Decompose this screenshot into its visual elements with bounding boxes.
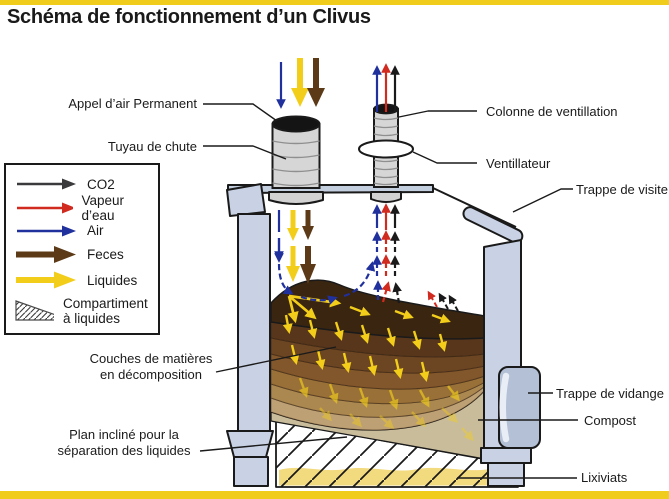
top-accent-bar (0, 0, 669, 5)
leader-lines (199, 103, 578, 479)
legend-label-liquides: Liquides (87, 272, 138, 288)
legend-label-compartiment: Compartiment à liquides (63, 296, 148, 326)
co2-arrow-icon (17, 178, 76, 190)
label-compost: Compost (584, 413, 637, 428)
legend-item-compartiment: Compartiment à liquides (14, 293, 154, 329)
legend-item-co2: CO2 (14, 172, 154, 196)
exhaust-flow-arrows (372, 203, 459, 312)
label-appel-air: Appel d’air Permanent (68, 96, 197, 111)
door-handle (499, 372, 510, 443)
legend-box: CO2 Vapeur d’eau Air Feces (4, 163, 160, 335)
label-plan-incline: Plan incliné pour la séparation des liqu… (57, 427, 191, 458)
inspection-hatch-lid (462, 206, 524, 244)
legend-item-feces: Feces (14, 242, 154, 267)
legend-label-co2: CO2 (87, 176, 115, 192)
fan (358, 139, 414, 159)
water-vapor-arrow-icon (17, 202, 73, 213)
label-ventilateur: Ventillateur (486, 156, 551, 171)
tank-right-wall (480, 239, 541, 487)
air-arrow-icon (17, 225, 76, 236)
legend-label-feces: Feces (87, 247, 124, 262)
inlet-outlet-arrows (276, 58, 400, 112)
label-couches: Couches de matières en décomposition (89, 351, 213, 382)
legend-label-vapeur: Vapeur d’eau (81, 192, 125, 223)
bottom-accent-bar (0, 491, 669, 499)
ventilation-pipe (358, 103, 414, 203)
feces-arrow-icon (16, 246, 76, 263)
label-lixiviats: Lixiviats (581, 470, 628, 485)
label-colonne-ventilation: Colonne de ventillation (486, 104, 618, 119)
legend-item-air: Air (14, 219, 154, 242)
page-title: Schéma de fonctionnement d’un Clivus (7, 6, 371, 28)
emptying-hatch-door (498, 366, 541, 449)
label-trappe-visite: Trappe de visite (576, 182, 669, 197)
legend-label-air: Air (87, 223, 104, 238)
input-flow-arrows (279, 210, 376, 305)
drop-pipe (268, 115, 324, 205)
liquids-arrow-icon (16, 271, 76, 289)
label-trappe-vidange: Trappe de vidange (556, 386, 664, 401)
legend-item-vapeur: Vapeur d’eau (14, 193, 154, 223)
legend-item-liquides: Liquides (14, 267, 154, 293)
tank-left-wall (226, 183, 274, 487)
liquid-compartment-icon (15, 300, 54, 321)
label-tuyau-chute: Tuyau de chute (107, 139, 197, 154)
